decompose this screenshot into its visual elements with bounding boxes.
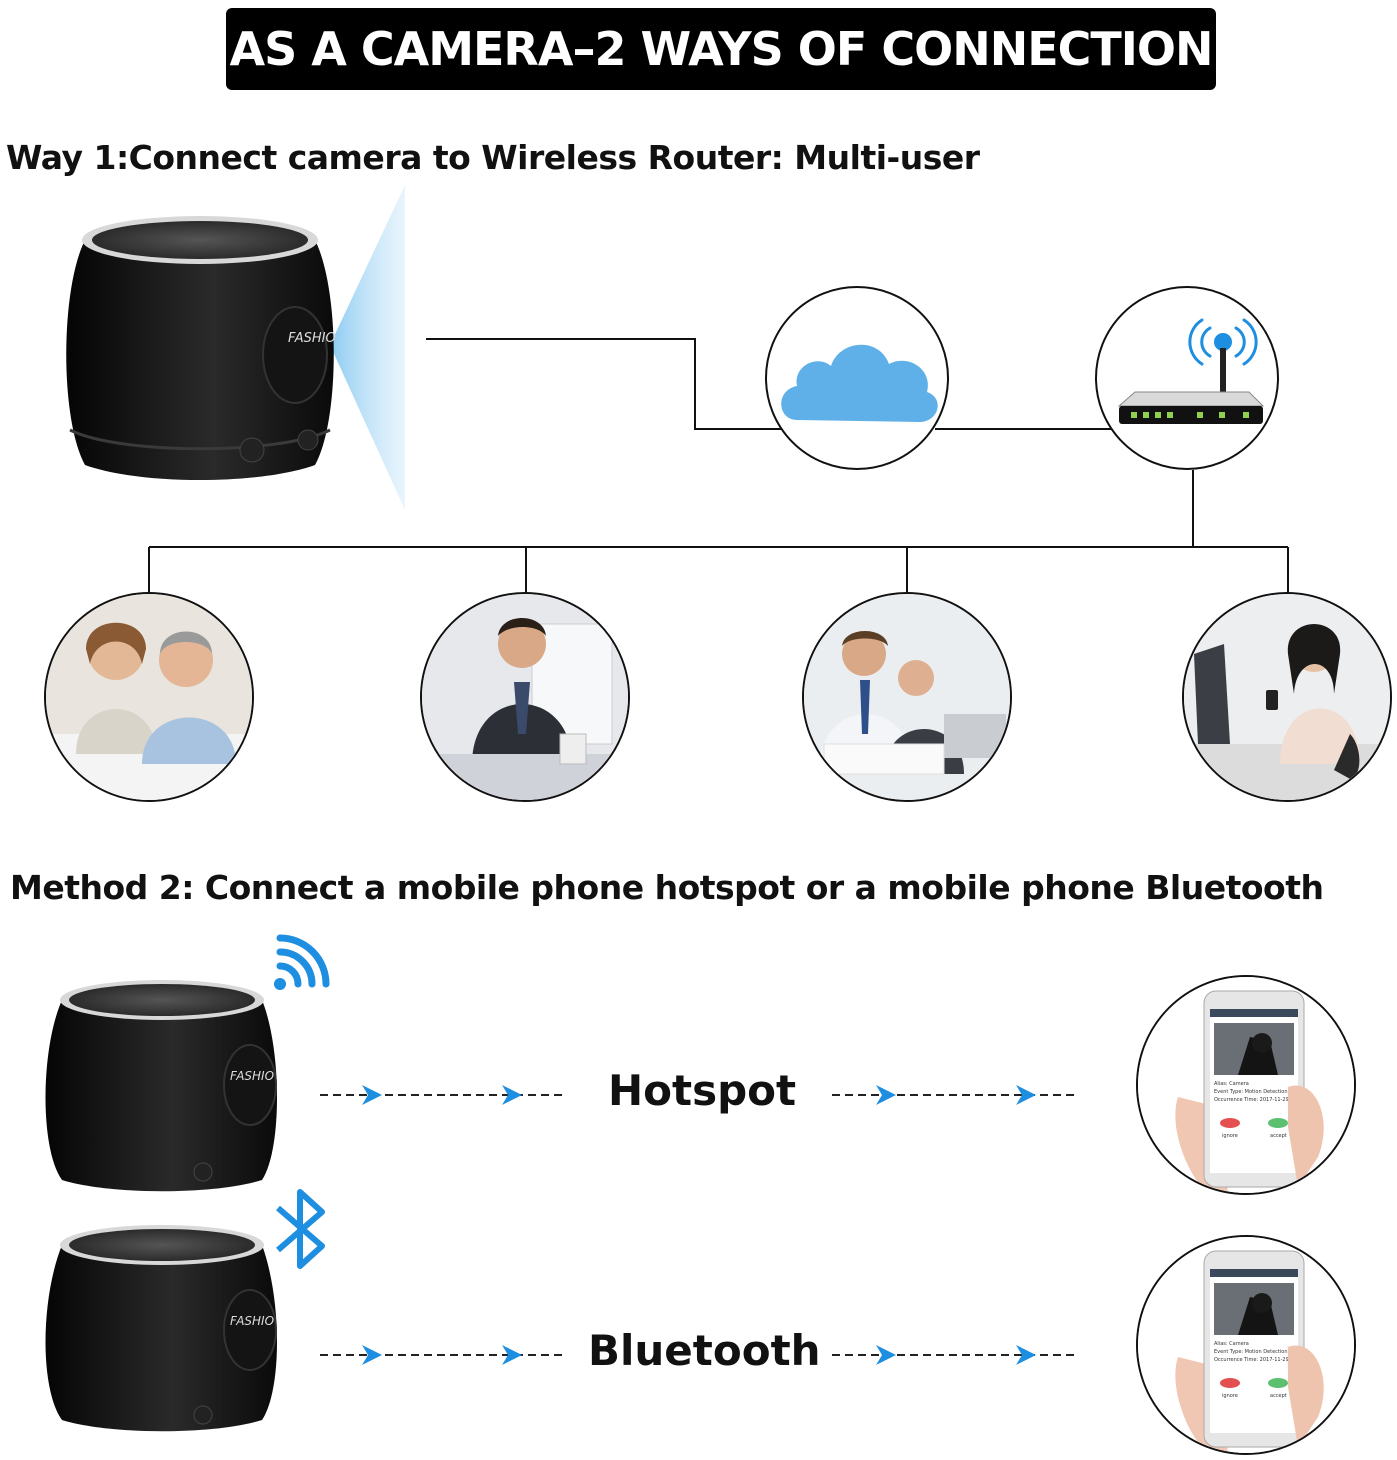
phone-time-text: Occurrence Time: 2017-11-29 00:25:55 (1214, 1097, 1313, 1103)
hotspot-label: Hotspot (608, 1066, 797, 1115)
cloud-icon (781, 344, 938, 422)
arrow-right-icon (876, 1085, 896, 1105)
hotspot-arrows (320, 1085, 1074, 1105)
user-business-photo (802, 592, 1012, 802)
arrow-right-icon (502, 1345, 522, 1365)
banner-title: AS A CAMERA–2 WAYS OF CONNECTION (226, 8, 1216, 90)
phone-alias-text: Alias: Camera (1214, 1081, 1249, 1087)
camera-brand-bluetooth: FASHIO (230, 1314, 274, 1328)
arrow-right-icon (1016, 1345, 1036, 1365)
wifi-icon (274, 934, 330, 990)
camera-brand: FASHIO (288, 331, 336, 346)
camera-hotspot: FASHIO (45, 980, 277, 1192)
camera-main: FASHIO (66, 216, 336, 480)
phone-alias-text: Alias: Camera (1214, 1341, 1249, 1347)
bluetooth-label: Bluetooth (588, 1326, 821, 1375)
way1-lines (148, 338, 1289, 592)
user-woman-phone-photo (1182, 592, 1392, 802)
phone-ignore-text: ignore (1222, 1393, 1238, 1399)
bluetooth-icon (276, 1189, 325, 1269)
arrow-right-icon (362, 1345, 382, 1365)
arrow-right-icon (502, 1085, 522, 1105)
camera-brand-hotspot: FASHIO (230, 1069, 274, 1083)
phone-event-text: Event Type: Motion Detection (1214, 1089, 1288, 1095)
arrow-right-icon (876, 1345, 896, 1365)
arrow-right-icon (1016, 1085, 1036, 1105)
phone-event-text: Event Type: Motion Detection (1214, 1349, 1288, 1355)
phone-bluetooth-node: Alias: Camera Event Type: Motion Detecti… (1136, 1235, 1356, 1455)
phone-accept-text: accept (1270, 1133, 1287, 1139)
router-icon (1117, 318, 1265, 424)
cloud-node (765, 286, 949, 470)
user-office-photo (420, 592, 630, 802)
way1-heading: Way 1:Connect camera to Wireless Router:… (6, 138, 980, 177)
phone-time-text: Occurrence Time: 2017-11-29 00:25:55 (1214, 1357, 1313, 1363)
arrow-right-icon (362, 1085, 382, 1105)
method2-heading: Method 2: Connect a mobile phone hotspot… (10, 868, 1324, 907)
camera-beam (330, 185, 405, 510)
phone-accept-text: accept (1270, 1393, 1287, 1399)
phone-ignore-text: ignore (1222, 1133, 1238, 1139)
phone-hotspot-node: Alias: Camera Event Type: Motion Detecti… (1136, 975, 1356, 1195)
router-node (1095, 286, 1279, 470)
bluetooth-arrows (320, 1345, 1074, 1365)
camera-bluetooth: FASHIO (45, 1225, 277, 1432)
user-family-photo (44, 592, 254, 802)
